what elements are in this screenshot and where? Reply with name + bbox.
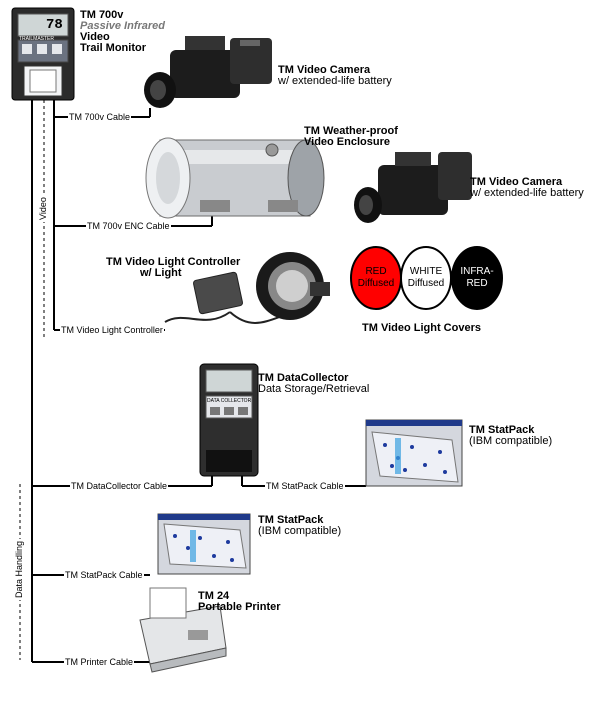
video-camera-1-image: [144, 36, 272, 108]
cable-statpack-b-label: TM StatPack Cable: [64, 570, 144, 580]
trail-monitor-line3: Trail Monitor: [80, 42, 146, 54]
light-controller-title-2: w/ Light: [140, 267, 182, 279]
data-collector-sub: Data Storage/Retrieval: [258, 383, 370, 395]
enclosure-title-1: TM Weather-proof: [304, 125, 398, 137]
trail-monitor-brand: TRAILMASTER: [19, 36, 55, 42]
infrared-cover: [451, 246, 503, 310]
infrared-cover-line1: INFRA-: [460, 266, 494, 277]
red-cover-label: RED Diffused: [351, 266, 401, 290]
statpack-2-screenshot: [157, 513, 251, 575]
enclosure-title-2: Video Enclosure: [304, 136, 390, 148]
light-controller-title-1: TM Video Light Controller: [106, 256, 241, 268]
enclosure-image: [145, 137, 325, 219]
white-cover-line2: Diffused: [407, 278, 445, 289]
red-cover-line1: RED: [365, 266, 387, 277]
trail-monitor-line2: Video: [80, 31, 110, 43]
white-cover-label: WHITE Diffused: [401, 266, 451, 290]
video-camera-2-image: [354, 152, 472, 223]
white-cover-line1: WHITE: [409, 266, 443, 277]
covers-title: TM Video Light Covers: [362, 322, 481, 334]
video-vertical-label: Video: [38, 195, 48, 222]
trail-monitor-display: 78: [46, 17, 63, 33]
printer-title-2: Portable Printer: [198, 601, 281, 613]
video-camera-2-sub: w/ extended-life battery: [470, 187, 584, 199]
data-handling-vertical-label: Data Handling: [14, 538, 24, 600]
cable-datacollector-label: TM DataCollector Cable: [70, 481, 169, 491]
video-camera-1-sub: w/ extended-life battery: [278, 75, 392, 87]
statpack-2-title: TM StatPack: [258, 514, 324, 526]
statpack-1-title: TM StatPack: [469, 424, 535, 436]
statpack-2-sub: (IBM compatible): [258, 525, 342, 537]
cable-printer-label: TM Printer Cable: [64, 657, 135, 667]
light-covers: [350, 246, 503, 310]
cable-700v-label: TM 700v Cable: [68, 112, 132, 122]
video-camera-2-title: TM Video Camera: [470, 176, 563, 188]
trail-monitor-title: TM 700v: [80, 9, 124, 21]
data-collector-panel-label: DATA COLLECTOR: [207, 398, 252, 404]
trail-monitor-subtitle: Passive Infrared: [80, 20, 165, 32]
cable-light-label: TM Video Light Controller: [60, 325, 164, 335]
printer-title-1: TM 24: [198, 590, 230, 602]
cable-enc-label: TM 700v ENC Cable: [86, 221, 171, 231]
infrared-cover-label: INFRA- RED: [452, 266, 502, 290]
light-controller-image: [164, 252, 330, 324]
data-collector-device: [199, 363, 259, 477]
video-camera-1-title: TM Video Camera: [278, 64, 371, 76]
cable-statpack-a-label: TM StatPack Cable: [265, 481, 345, 491]
infrared-cover-line2: RED: [466, 278, 488, 289]
printer-image: [139, 587, 227, 673]
data-collector-title: TM DataCollector: [258, 372, 349, 384]
statpack-1-sub: (IBM compatible): [469, 435, 553, 447]
trail-monitor-device: [11, 7, 75, 101]
red-cover-line2: Diffused: [357, 278, 395, 289]
statpack-1-screenshot: [365, 419, 463, 487]
